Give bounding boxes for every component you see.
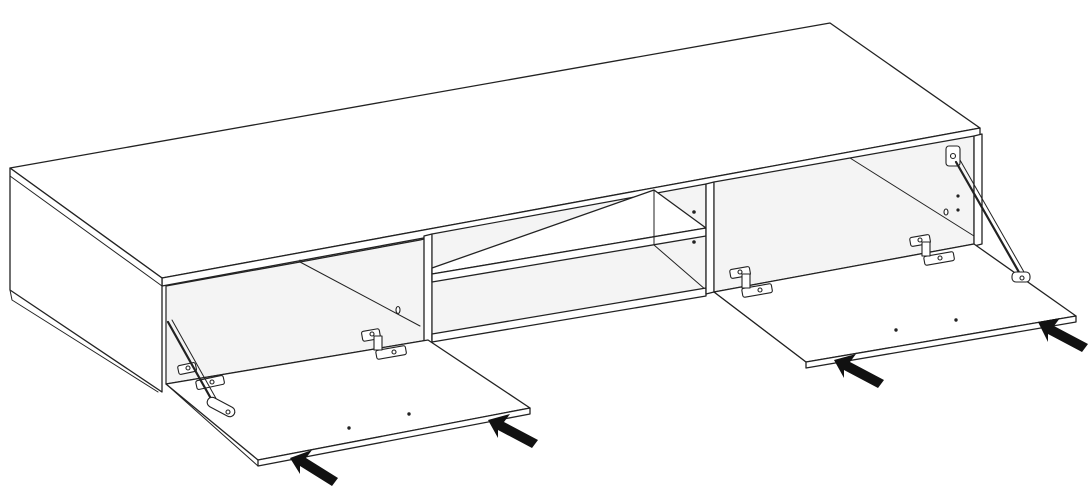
right-flap-door <box>713 243 1077 369</box>
left-door-front-edge <box>257 407 531 467</box>
right-door-front-edge <box>805 315 1077 369</box>
arrow-left-door-corner <box>290 450 338 486</box>
right-side-panel-edge <box>973 133 983 247</box>
left-lid-stay <box>166 319 236 418</box>
left-flap-door <box>165 339 531 467</box>
arrow-right-door-corner <box>834 354 884 388</box>
arrow-left-door-edge <box>488 414 538 448</box>
divider-panel-right <box>705 181 715 295</box>
divider-panel-left <box>423 233 433 345</box>
bottom-panel-front-edge <box>431 287 707 343</box>
cabinet-body <box>9 22 983 393</box>
left-door-hinge-1 <box>361 328 407 360</box>
right-door-hinge-2 <box>909 234 955 266</box>
arrow-right-door-edge <box>1038 318 1088 352</box>
left-side-panel <box>9 167 163 393</box>
right-door-hinge-1 <box>729 266 773 298</box>
right-lid-stay <box>945 145 1031 283</box>
